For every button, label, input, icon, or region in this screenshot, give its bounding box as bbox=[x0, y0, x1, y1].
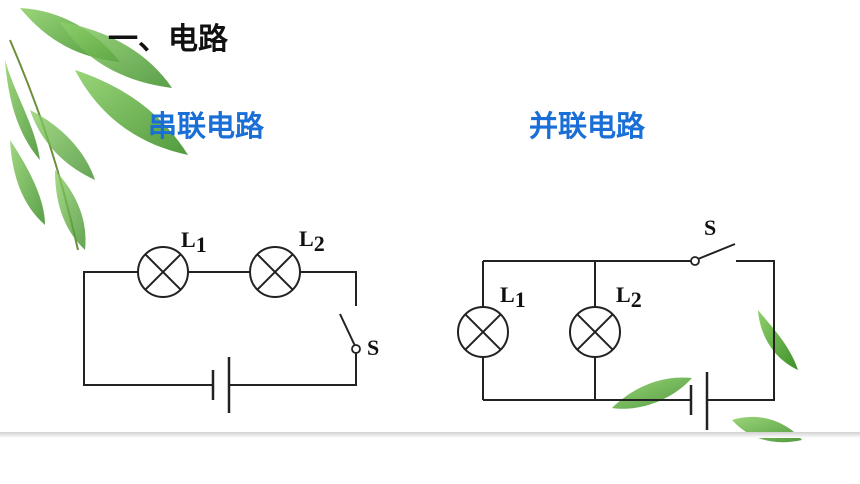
floor-line bbox=[0, 432, 860, 438]
parallel-lamp-l1 bbox=[457, 306, 509, 358]
parallel-wire bbox=[482, 260, 775, 401]
leaf-icon bbox=[758, 310, 798, 370]
series-switch-label: S bbox=[367, 335, 379, 360]
series-wire bbox=[83, 271, 357, 386]
series-lamp-l2 bbox=[249, 246, 301, 298]
series-lamp-l1 bbox=[137, 246, 189, 298]
parallel-switch bbox=[690, 243, 736, 266]
series-circuit-heading: 串联电路 bbox=[148, 109, 265, 143]
series-lamp-l2-label: L2 bbox=[299, 226, 325, 256]
parallel-lamp-l2-label: L2 bbox=[616, 282, 642, 312]
parallel-lamp-l1-label: L1 bbox=[500, 282, 526, 312]
parallel-circuit bbox=[457, 243, 775, 430]
parallel-switch-label: S bbox=[704, 215, 716, 240]
parallel-battery bbox=[689, 372, 709, 430]
series-lamp-l1-label: L1 bbox=[181, 227, 207, 257]
page-title: 一、电路 bbox=[108, 22, 228, 57]
parallel-lamp-l2 bbox=[569, 306, 621, 358]
leaf-branch-icon bbox=[5, 8, 188, 251]
series-circuit bbox=[83, 246, 361, 413]
series-switch bbox=[339, 313, 361, 354]
parallel-circuit-heading: 并联电路 bbox=[529, 109, 646, 143]
series-battery bbox=[211, 357, 231, 413]
